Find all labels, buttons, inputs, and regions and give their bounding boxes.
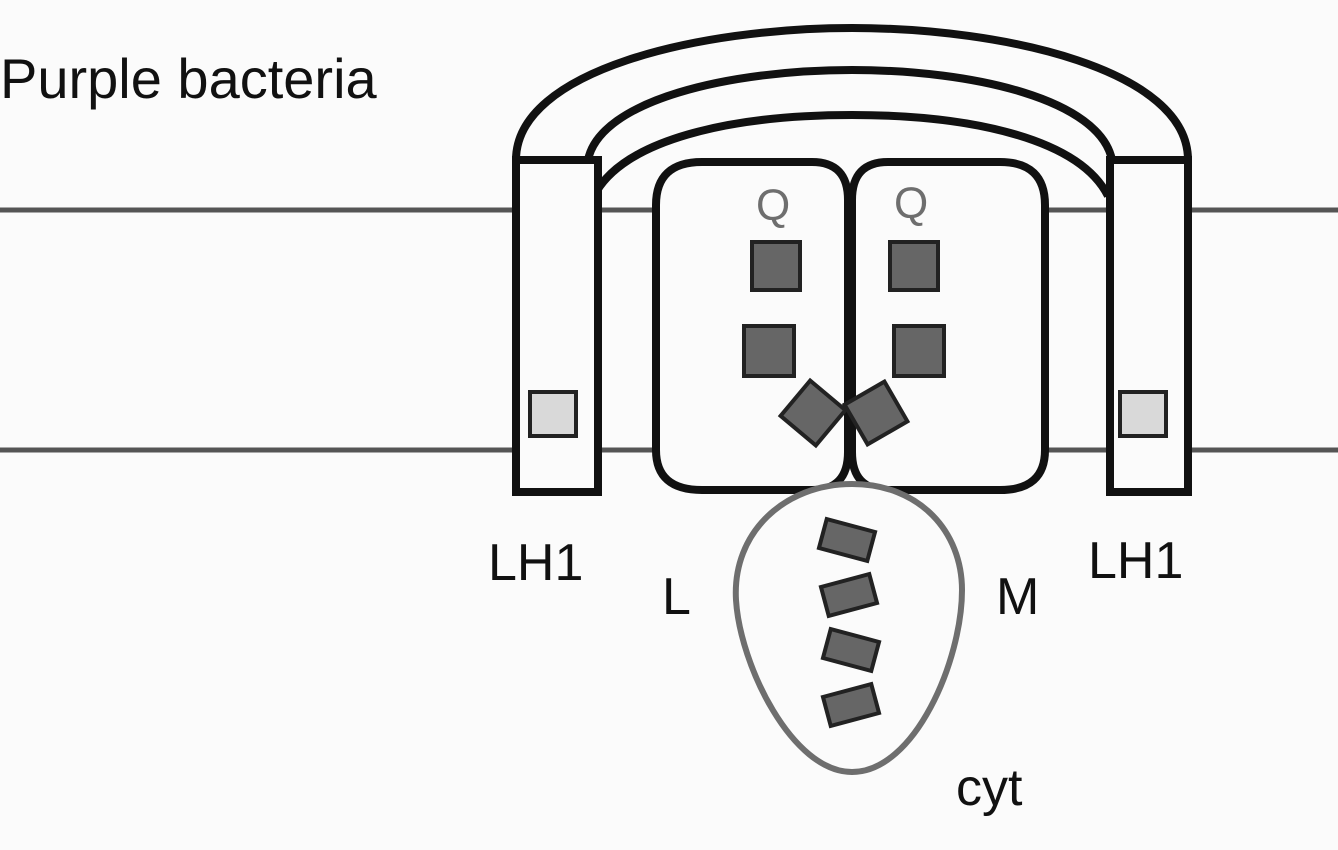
quinone-left-label: Q xyxy=(756,181,790,230)
m-subunit-label: M xyxy=(996,568,1039,626)
lh1-left-pigment xyxy=(528,390,578,438)
heme-4 xyxy=(820,681,882,729)
lh1-left-column xyxy=(512,156,602,496)
l-subunit-label: L xyxy=(662,568,691,626)
lh1-outer-arch xyxy=(512,24,1192,161)
special-pair-left xyxy=(777,377,849,449)
cytochrome-hemes xyxy=(816,516,882,729)
heme-1 xyxy=(816,516,878,564)
diagram-title: Purple bacteria xyxy=(0,47,378,110)
m-cofactor-upper xyxy=(888,240,940,292)
l-cofactor-upper xyxy=(750,240,802,292)
lh1-arches xyxy=(512,24,1192,198)
lh1-right-pigment xyxy=(1118,390,1168,438)
quinone-right-label: Q xyxy=(894,179,928,228)
membrane xyxy=(0,207,1338,453)
lh1-inner-arch xyxy=(590,111,1112,198)
lh1-left-label: LH1 xyxy=(488,534,583,592)
lh1-middle-arch xyxy=(584,66,1116,162)
lh1-right-label: LH1 xyxy=(1088,532,1183,590)
m-cofactor-lower xyxy=(892,324,946,378)
lh1-right-column xyxy=(1106,156,1192,496)
m-subunit-box xyxy=(848,158,1049,494)
heme-2 xyxy=(818,571,880,619)
l-cofactor-lower xyxy=(742,324,796,378)
cytochrome-outline xyxy=(732,480,966,776)
cofactors xyxy=(742,240,946,449)
special-pair-right xyxy=(841,378,911,448)
heme-3 xyxy=(820,626,882,674)
cytochrome-label: cyt xyxy=(956,759,1023,817)
